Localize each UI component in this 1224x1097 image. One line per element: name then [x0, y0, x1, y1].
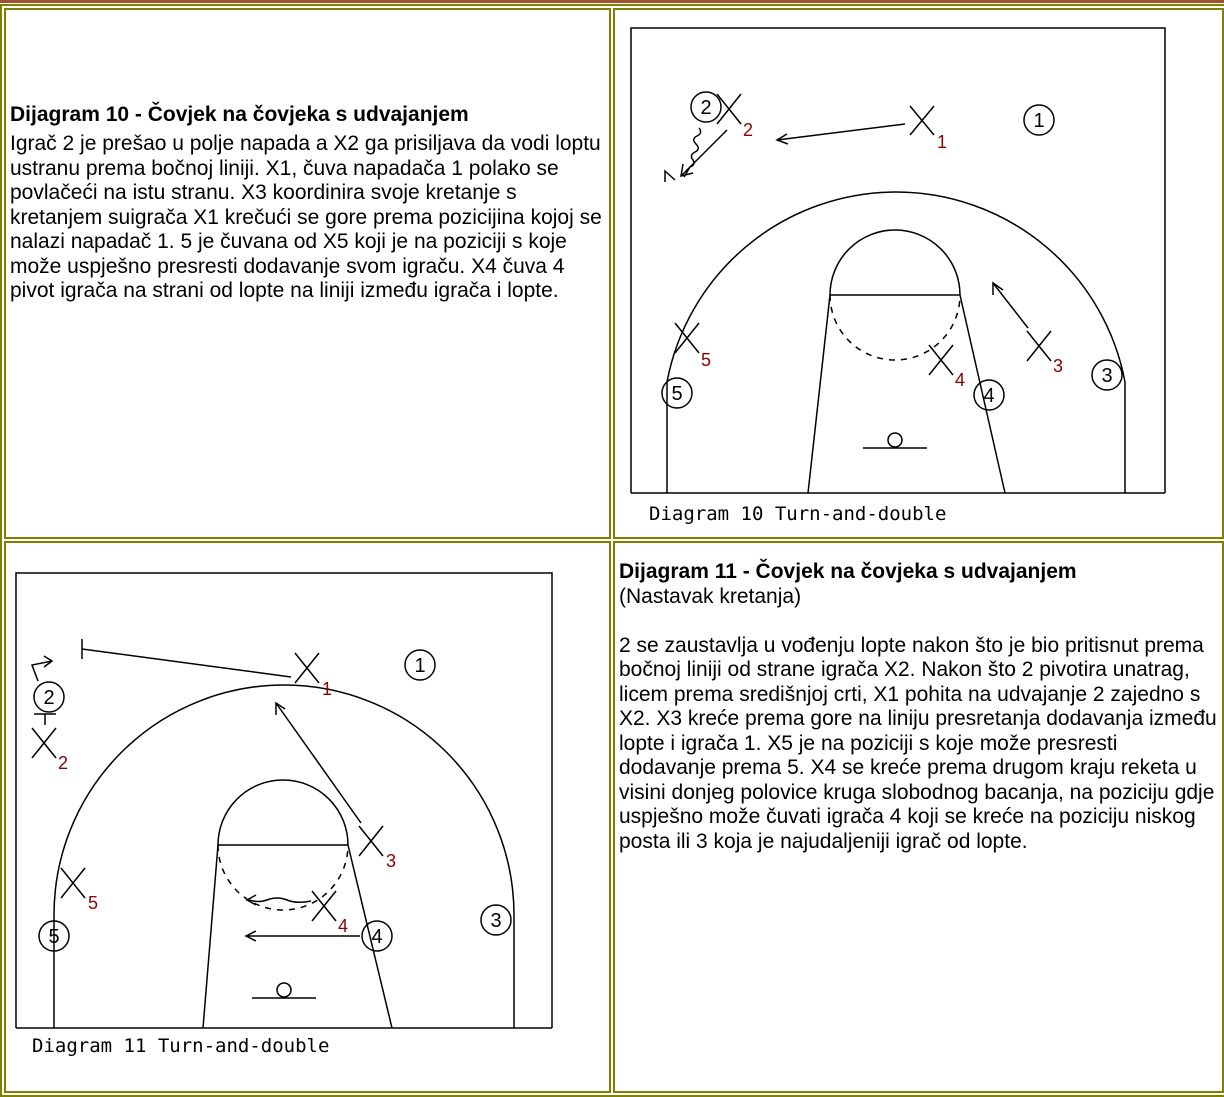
three-point-line [666, 191, 1126, 493]
x2-number: 2 [743, 120, 753, 140]
x4-marker [311, 890, 337, 922]
player-4-circle [361, 920, 393, 952]
x3-marker [358, 825, 384, 857]
free-throw-arc [829, 229, 961, 296]
basket [276, 982, 292, 998]
diagram-table: Dijagram 10 - Čovjek na čovjeka s udvaja… [0, 4, 1224, 1097]
player-1-label: 1 [1033, 110, 1044, 132]
x5-marker [60, 867, 86, 899]
x3-number: 3 [1053, 356, 1063, 376]
player-3-label: 3 [490, 910, 501, 932]
diagram10-body: Igrač 2 je prešao u polje napada a X2 ga… [10, 132, 602, 302]
diagram11-caption: Diagram 11 Turn-and-double [32, 1035, 330, 1057]
court-outline [630, 27, 1166, 493]
x3-number: 3 [386, 851, 396, 871]
x1-marker [294, 652, 320, 684]
top-rule [0, 0, 1224, 3]
x2-marker [31, 727, 57, 759]
three-point-line [53, 684, 515, 1028]
player-2-circle [33, 681, 65, 713]
x5-number: 5 [701, 350, 711, 370]
player-3-circle [480, 904, 512, 936]
player-2-circle [690, 91, 722, 123]
x3-marker [1026, 330, 1052, 362]
player-1-label: 1 [414, 655, 425, 677]
x4-number: 4 [338, 916, 348, 936]
diagram10-text-cell: Dijagram 10 - Čovjek na čovjeka s udvaja… [4, 8, 611, 539]
basket [887, 432, 903, 448]
lane-right [959, 294, 1006, 494]
diagram11-body: 2 se zaustavlja u vođenju lopte nakon št… [619, 633, 1217, 853]
dribble-squiggle [683, 127, 702, 178]
diagram11-text-cell: Dijagram 11 - Čovjek na čovjeka s udvaja… [613, 541, 1224, 1093]
diagram10-text: Dijagram 10 - Čovjek na čovjeka s udvaja… [10, 102, 606, 304]
x4-marker [928, 344, 954, 376]
player-5-circle [661, 377, 693, 409]
x3-arrow [992, 282, 1029, 329]
free-throw-arc-dashed [829, 294, 961, 361]
court-outline [15, 572, 553, 1028]
x1-number: 1 [322, 679, 332, 699]
player-2-label: 2 [43, 687, 54, 709]
diagram10-caption: Diagram 10 Turn-and-double [649, 503, 947, 525]
player-5-label: 5 [48, 926, 59, 948]
player-4-label: 4 [371, 926, 382, 948]
diagram11-image-cell: 1 2 3 4 5 1 2 3 4 5 Diagram 11 Turn-and-… [4, 541, 611, 1093]
diagram11-subtitle: (Nastavak kretanja) [619, 585, 802, 608]
diagram10-court: 1 2 3 4 5 1 2 3 4 5 [630, 27, 1166, 494]
x1-number: 1 [937, 132, 947, 152]
x4-number: 4 [955, 370, 965, 390]
lane-right [347, 844, 393, 1029]
player-1-circle [404, 649, 436, 681]
x5-marker [674, 322, 700, 354]
x5-number: 5 [88, 893, 98, 913]
free-throw-arc-dashed [217, 844, 349, 911]
x3-arrow [275, 702, 362, 824]
free-throw-arc [217, 779, 349, 846]
player-1-circle [1023, 104, 1055, 136]
player-5-circle [38, 920, 70, 952]
player-4-label: 4 [983, 385, 994, 407]
x2-marker [716, 93, 742, 125]
player-2-label: 2 [700, 97, 711, 119]
diagram11-court: 1 2 3 4 5 1 2 3 4 5 [15, 572, 553, 1029]
x1-marker [909, 105, 935, 136]
pivot-arrow [30, 660, 53, 682]
x1-arrow [776, 123, 906, 141]
lane-left [202, 844, 219, 1029]
player-4-circle [973, 379, 1005, 411]
diagram11-title: Dijagram 11 - Čovjek na čovjeka s udvaja… [619, 560, 1077, 583]
diagram11-text: Dijagram 11 - Čovjek na čovjeka s udvaja… [619, 559, 1219, 854]
x2-number: 2 [58, 753, 68, 773]
player-3-label: 3 [1101, 365, 1112, 387]
lane-left [807, 294, 831, 494]
player-3-circle [1091, 359, 1123, 391]
x1-path [81, 648, 292, 678]
diagram10-title: Dijagram 10 - Čovjek na čovjeka s udvaja… [10, 103, 469, 126]
x4-path [248, 897, 312, 904]
diagram10-image-cell: 1 2 3 4 5 1 2 3 4 5 Diagram 10 Turn-and-… [613, 8, 1224, 539]
player-5-label: 5 [671, 383, 682, 405]
